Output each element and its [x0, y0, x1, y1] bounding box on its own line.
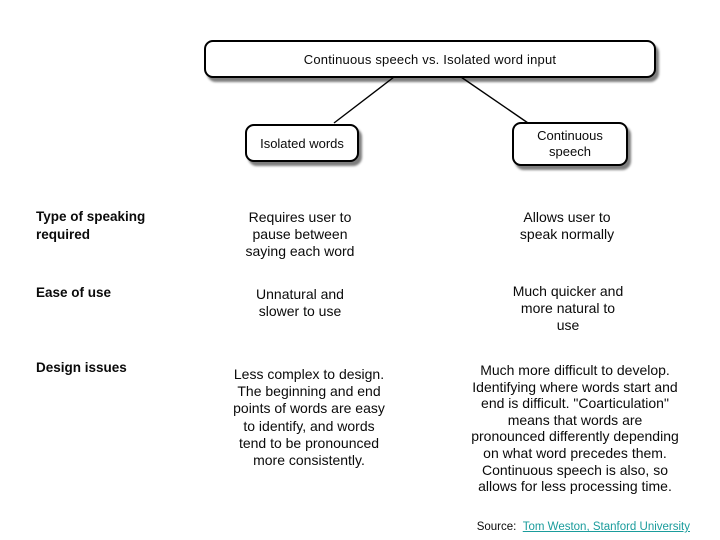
isolated-words-label: Isolated words — [260, 135, 344, 151]
source-link[interactable]: Tom Weston, Stanford University — [522, 521, 690, 533]
diagram-title-box: Continuous speech vs. Isolated word inpu… — [204, 40, 656, 78]
row-label-ease-of-use: Ease of use — [36, 285, 112, 300]
diagram-title: Continuous speech vs. Isolated word inpu… — [303, 51, 557, 67]
connector-right-line — [460, 76, 529, 124]
cell-continuous-ease-of-use: Much quicker and more natural to use — [512, 283, 624, 334]
diagram-node-isolated-words: Isolated words — [245, 124, 359, 162]
diagram-node-continuous-speech: Continuous speech — [512, 122, 628, 166]
continuous-speech-label: Continuous speech — [537, 128, 603, 159]
row-label-type-of-speaking: Type of speaking required — [36, 209, 146, 242]
cell-isolated-type-of-speaking: Requires user to pause between saying ea… — [245, 209, 355, 260]
cell-continuous-design-issues: Much more difficult to develop. Identify… — [471, 362, 679, 495]
source-line: Source: Tom Weston, Stanford University — [477, 521, 690, 533]
row-label-design-issues: Design issues — [36, 360, 127, 375]
source-prefix: Source: — [476, 521, 517, 533]
cell-isolated-ease-of-use: Unnatural and slower to use — [256, 286, 344, 320]
cell-isolated-design-issues: Less complex to design. The beginning an… — [233, 366, 385, 469]
cell-continuous-type-of-speaking: Allows user to speak normally — [519, 209, 615, 243]
connector-left-line — [333, 76, 395, 124]
